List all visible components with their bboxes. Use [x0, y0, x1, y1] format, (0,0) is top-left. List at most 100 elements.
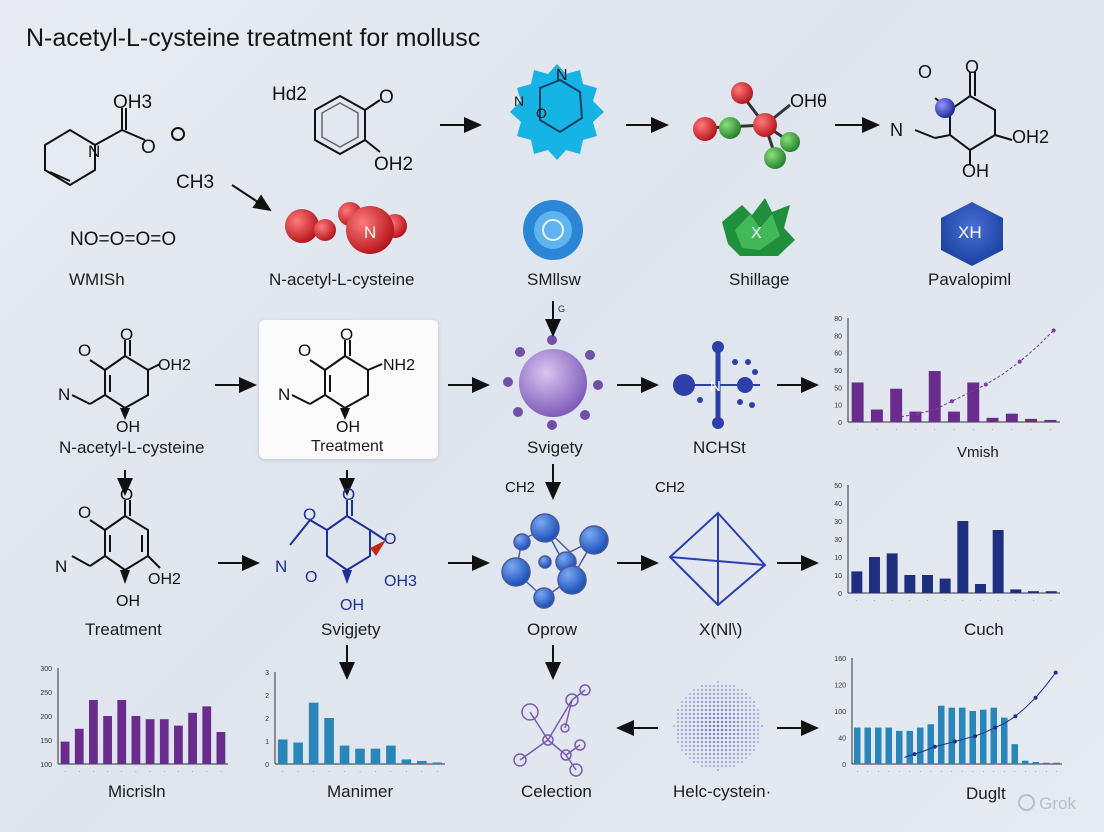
arrow-diag — [231, 184, 272, 212]
sphere-dot — [684, 708, 688, 712]
sphere-dot — [744, 712, 748, 716]
bar — [870, 409, 883, 422]
sphere-dot — [712, 720, 716, 724]
treatment-highlight-box — [259, 320, 438, 459]
bar — [869, 557, 880, 593]
bar — [202, 706, 212, 764]
x-tick-mark: · — [390, 769, 392, 775]
sphere-dot — [696, 728, 700, 732]
sphere-dot — [756, 708, 760, 712]
molecule-star-badge — [510, 64, 604, 160]
sphere-dot — [704, 696, 708, 700]
x-tick-mark: · — [1030, 427, 1032, 433]
trend-line — [904, 672, 1057, 758]
sphere-dot — [724, 732, 728, 736]
chem-o-t1: O — [298, 341, 311, 360]
sphere-dot — [696, 712, 700, 716]
sphere-dot — [724, 760, 728, 764]
sphere-dot — [740, 712, 744, 716]
sphere-dot — [724, 756, 728, 760]
sphere-dot — [708, 760, 712, 764]
sphere-dot — [748, 696, 752, 700]
sphere-dot — [708, 712, 712, 716]
chem-o2: O — [379, 87, 394, 108]
bar — [1028, 591, 1039, 593]
sphere-dot — [740, 708, 744, 712]
sphere-dot — [704, 756, 708, 760]
sphere-dot — [720, 716, 724, 720]
bar — [853, 727, 861, 764]
chem-o1: O — [141, 137, 156, 158]
bar — [874, 727, 882, 764]
sphere-dot — [720, 736, 724, 740]
pin-n: N — [710, 378, 721, 395]
sphere-dot — [728, 728, 732, 732]
bar — [339, 745, 350, 764]
sphere-dot — [708, 688, 712, 692]
leaf-x: X — [751, 225, 762, 242]
molecule-ring-n — [44, 108, 146, 187]
bar — [992, 530, 1004, 593]
sphere-dot — [688, 700, 692, 704]
y-tick-label: 0 — [842, 762, 846, 769]
sphere-dot — [748, 704, 752, 708]
y-tick-label: 160 — [834, 656, 846, 663]
y-tick-label: 60 — [834, 351, 842, 358]
x-tick-mark: · — [919, 769, 921, 775]
x-tick-mark: · — [876, 427, 878, 433]
sphere-dot — [680, 712, 684, 716]
bar — [975, 584, 986, 593]
sphere-dot — [732, 744, 736, 748]
bar — [986, 417, 999, 422]
sphere-dot — [732, 716, 736, 720]
sphere-dot — [696, 756, 700, 760]
sphere-dot — [716, 680, 720, 684]
y-tick-label: 1 — [265, 739, 269, 746]
sphere-dot — [724, 700, 728, 704]
sphere-dot — [744, 736, 748, 740]
sphere-dot — [732, 764, 736, 768]
bar — [188, 712, 197, 764]
sphere-dot — [736, 752, 740, 756]
label-micrisln: Micrisln — [108, 782, 166, 801]
sphere-dot — [740, 716, 744, 720]
sphere-dot — [708, 744, 712, 748]
sphere-dot — [716, 756, 720, 760]
sphere-dot — [716, 712, 720, 716]
molecule-red-green — [693, 82, 800, 169]
sphere-dot — [720, 688, 724, 692]
sphere-dot — [712, 736, 716, 740]
sphere-dot — [704, 716, 708, 720]
sphere-dot — [704, 700, 708, 704]
sphere-dot — [744, 748, 748, 752]
chem-nh2: NH2 — [383, 357, 415, 374]
x-tick-mark: · — [177, 769, 179, 775]
sphere-dot — [700, 752, 704, 756]
y-tick-label: 300 — [40, 666, 52, 673]
sphere-dot — [680, 740, 684, 744]
sphere-dot — [684, 744, 688, 748]
sphere-dot — [696, 720, 700, 724]
sphere-dot — [708, 696, 712, 700]
green-leaf-icon — [722, 198, 795, 256]
sphere-dot — [740, 700, 744, 704]
sphere-dot — [728, 736, 732, 740]
bar — [216, 732, 226, 764]
sphere-dot — [708, 736, 712, 740]
sphere-dot — [752, 724, 756, 728]
sphere-dot — [716, 728, 720, 732]
sphere-dot — [756, 736, 760, 740]
sphere-dot — [748, 720, 752, 724]
sphere-dot — [724, 684, 728, 688]
sphere-dot — [724, 696, 728, 700]
x-tick-mark: · — [1003, 769, 1005, 775]
molecule-benzene — [314, 94, 381, 156]
sphere-dot — [708, 708, 712, 712]
sphere-dot — [732, 692, 736, 696]
sphere-dot — [728, 740, 732, 744]
sphere-dot — [744, 744, 748, 748]
sphere-dot — [696, 740, 700, 744]
x-tick-mark: · — [328, 769, 330, 775]
label-helc-cystein: Helc-cystein· — [673, 782, 772, 801]
